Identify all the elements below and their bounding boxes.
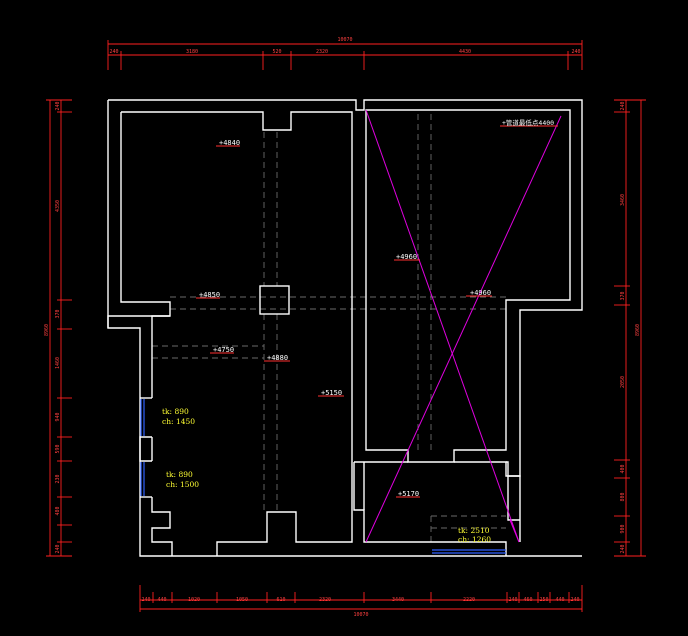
elevation-label: +4850 bbox=[199, 291, 220, 299]
pipe-lowest-point-note: +管道最低点4400 bbox=[502, 118, 554, 127]
window-1-ch: ch: 1450 bbox=[162, 417, 195, 426]
left-dim-seg: 480 bbox=[55, 506, 61, 515]
top-dim-seg: 4430 bbox=[459, 49, 471, 55]
bottom-dim-seg: 2220 bbox=[463, 597, 475, 603]
right-dim-seg: 900 bbox=[620, 524, 626, 533]
glazing-lines bbox=[140, 399, 506, 554]
top-dim-seg: 240 bbox=[571, 49, 580, 55]
bottom-dim-seg: 240 bbox=[141, 597, 150, 603]
right-dim-seg: 800 bbox=[620, 492, 626, 501]
structural-column bbox=[259, 285, 290, 315]
top-dim-seg: 240 bbox=[109, 49, 118, 55]
right-dim-seg: 240 bbox=[620, 101, 626, 110]
bottom-dim-seg: 440 bbox=[555, 597, 564, 603]
top-overall-dim: 10070 bbox=[337, 37, 352, 43]
top-dimension-chain: 10070 240 3180 520 2320 4430 240 bbox=[107, 37, 583, 70]
dashed-grid-lines bbox=[152, 114, 506, 542]
right-dim-seg: 370 bbox=[620, 291, 626, 300]
top-dim-seg: 2320 bbox=[316, 49, 328, 55]
bottom-dimension-chain: 240 440 1020 1050 610 2320 3440 2220 240… bbox=[139, 585, 583, 618]
elevation-label: +4960 bbox=[396, 253, 417, 261]
elevation-markers: +4840 +4850 +4750 +4880 +5150 +4960 +496… bbox=[196, 118, 558, 498]
window-1-tk: tk: 890 bbox=[162, 407, 189, 416]
elevation-label: +4840 bbox=[219, 139, 240, 147]
right-dimension-chain: 240 3460 370 2050 400 800 900 240 8960 bbox=[614, 99, 646, 557]
bottom-overall-dim: 10070 bbox=[353, 612, 368, 618]
left-dim-seg: 1460 bbox=[55, 357, 61, 369]
right-overall-dim: 8960 bbox=[635, 324, 641, 336]
right-dim-seg: 400 bbox=[620, 464, 626, 473]
right-dim-seg: 2050 bbox=[620, 376, 626, 388]
window-3-tk: tk: 2510 bbox=[458, 526, 490, 535]
bottom-dim-seg: 440 bbox=[157, 597, 166, 603]
elevation-label: +5170 bbox=[398, 490, 419, 498]
elevation-label: +4750 bbox=[213, 346, 234, 354]
left-dim-seg: 370 bbox=[55, 309, 61, 318]
left-dim-seg: 240 bbox=[55, 101, 61, 110]
void-cross-marker bbox=[365, 109, 562, 543]
left-dim-seg: 590 bbox=[55, 444, 61, 453]
left-dim-seg: 230 bbox=[55, 474, 61, 483]
elevation-label: +5150 bbox=[321, 389, 342, 397]
bottom-dim-seg: 2320 bbox=[319, 597, 331, 603]
bottom-dim-seg: 240 bbox=[570, 597, 579, 603]
window-2-tk: tk: 890 bbox=[166, 470, 193, 479]
bottom-dim-seg: 1020 bbox=[188, 597, 200, 603]
window-2-ch: ch: 1500 bbox=[166, 480, 199, 489]
left-dimension-chain: 8960 240 4350 370 1460 940 590 230 480 2… bbox=[44, 99, 72, 557]
elevation-label: +4960 bbox=[470, 289, 491, 297]
window-notes: tk: 890 ch: 1450 tk: 890 ch: 1500 tk: 25… bbox=[162, 407, 491, 544]
bottom-dim-seg: 250 bbox=[539, 597, 548, 603]
right-dim-seg: 3460 bbox=[620, 194, 626, 206]
left-dim-seg: 240 bbox=[55, 544, 61, 553]
bottom-dim-seg: 460 bbox=[523, 597, 532, 603]
left-dim-seg: 940 bbox=[55, 412, 61, 421]
top-dim-seg: 520 bbox=[272, 49, 281, 55]
left-dim-seg: 4350 bbox=[55, 200, 61, 212]
bottom-dim-seg: 610 bbox=[276, 597, 285, 603]
bottom-dim-seg: 240 bbox=[508, 597, 517, 603]
walls bbox=[107, 99, 583, 557]
top-dim-seg: 3180 bbox=[186, 49, 198, 55]
bottom-dim-seg: 3440 bbox=[392, 597, 404, 603]
left-overall-dim: 8960 bbox=[44, 324, 50, 336]
bottom-dim-seg: 1050 bbox=[236, 597, 248, 603]
elevation-label: +4880 bbox=[267, 354, 288, 362]
right-dim-seg: 240 bbox=[620, 544, 626, 553]
window-3-ch: ch: 1260 bbox=[458, 535, 491, 544]
